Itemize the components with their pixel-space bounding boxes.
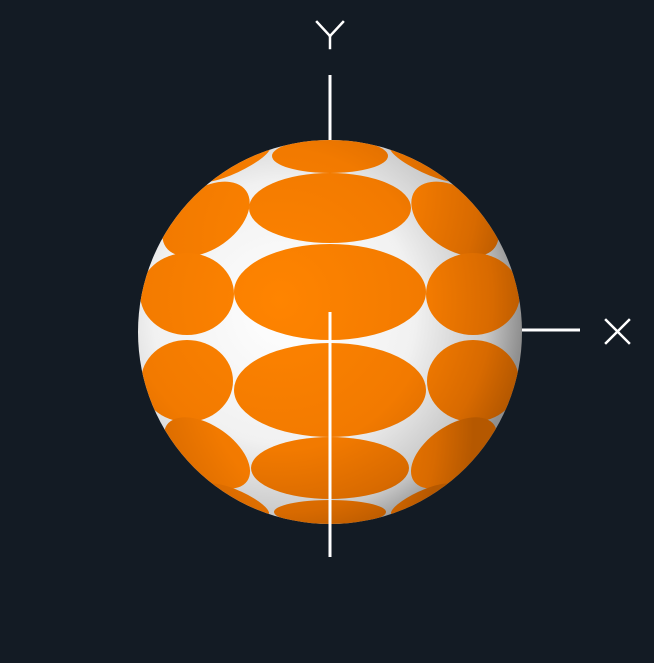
- spot: [410, 417, 498, 489]
- spot: [140, 253, 234, 335]
- spot: [163, 417, 251, 489]
- spot: [249, 173, 411, 243]
- spot: [234, 244, 426, 340]
- x-axis-label-glyph: [604, 318, 631, 345]
- y-axis-label-glyph: [315, 20, 345, 50]
- spot: [141, 340, 233, 422]
- sphere[interactable]: [138, 137, 522, 524]
- axes: [328, 75, 580, 557]
- spot: [427, 340, 519, 422]
- spot: [272, 140, 388, 173]
- spot: [426, 253, 520, 335]
